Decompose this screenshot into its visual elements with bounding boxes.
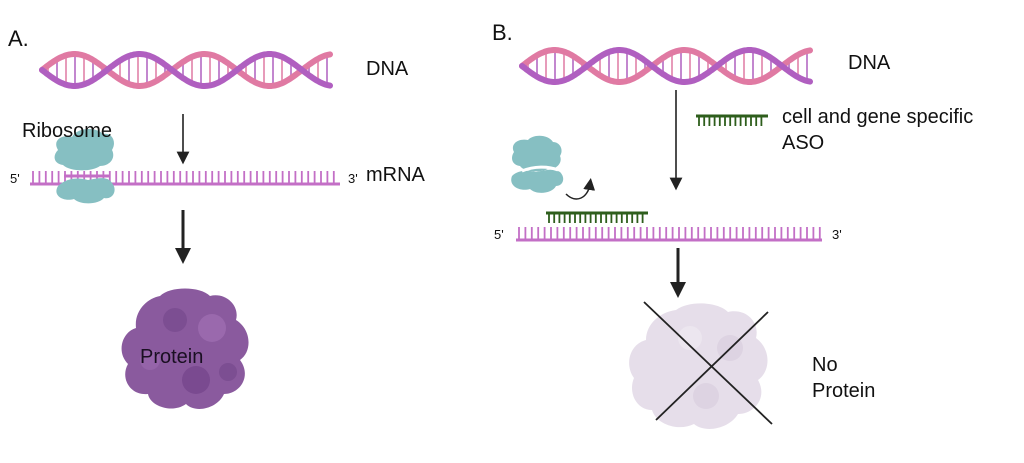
- aso-oligo-bound: [546, 211, 648, 223]
- curved-arrow-icon: [565, 178, 596, 200]
- five-prime-label-a: 5': [10, 171, 20, 186]
- aso-oligo-free: [696, 114, 768, 126]
- panel-a-letter: A.: [8, 26, 29, 51]
- aso-label-line1: cell and gene specific: [782, 106, 974, 128]
- no-protein-line1: No: [812, 354, 838, 376]
- ghost-protein-icon: [629, 303, 768, 429]
- dna-double-helix-a: [39, 51, 333, 89]
- cross-out-mark: [643, 301, 773, 425]
- panel-b: [511, 47, 822, 429]
- aso-label-line2: ASO: [782, 132, 825, 154]
- panel-b-letter: B.: [492, 20, 513, 45]
- ribosome-label: Ribosome: [22, 120, 113, 142]
- arrow-head-b: [670, 282, 686, 298]
- arrow-head-a: [175, 248, 191, 264]
- ribosome-icon: [54, 128, 115, 204]
- protein-icon: [121, 288, 249, 409]
- mrna-label: mRNA: [366, 164, 425, 186]
- ribosome-icon-b: [511, 135, 564, 193]
- dna-label-a: DNA: [366, 58, 409, 80]
- no-protein-line2: Protein: [812, 380, 876, 402]
- panel-a: [30, 51, 340, 409]
- mrna-strand-b: [516, 227, 822, 242]
- dna-label-b: DNA: [848, 52, 891, 74]
- dna-double-helix-b: [519, 47, 813, 85]
- protein-label: Protein: [140, 346, 204, 368]
- five-prime-label-b: 5': [494, 227, 504, 242]
- three-prime-label-a: 3': [348, 171, 358, 186]
- three-prime-label-b: 3': [832, 227, 842, 242]
